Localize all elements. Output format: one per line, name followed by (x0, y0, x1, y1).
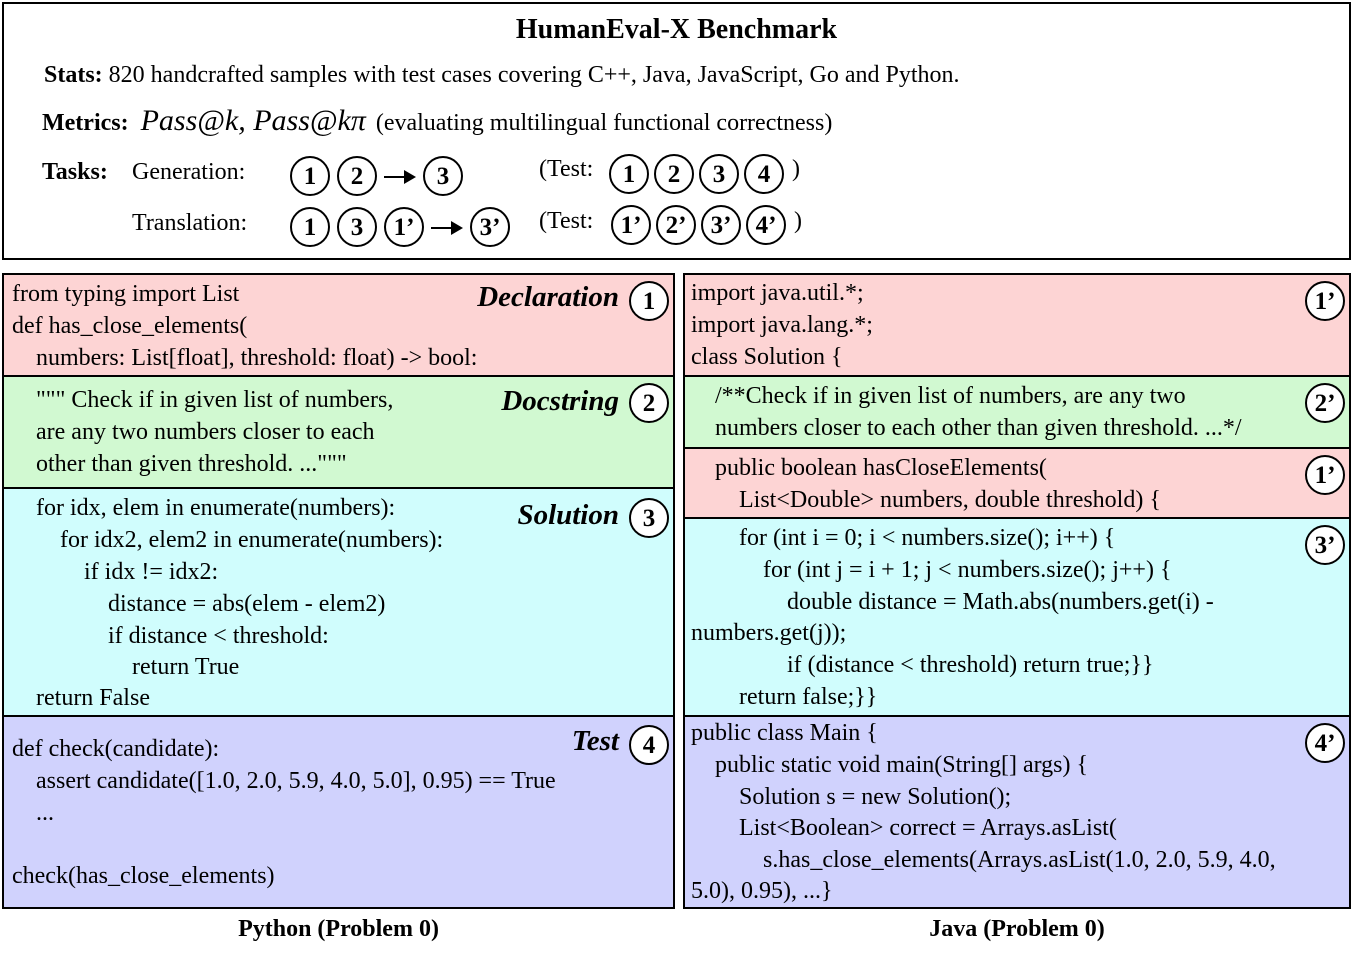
code-line: Solution s = new Solution(); (691, 784, 1012, 810)
code-line: 5.0), 0.95), ...} (691, 878, 833, 904)
code-line: other than given threshold. ...""" (12, 451, 347, 477)
java-solution-section: for (int i = 0; i < numbers.size(); i++)… (685, 517, 1349, 717)
code-line: are any two numbers closer to each (12, 419, 375, 445)
code-line: numbers: List[float], threshold: float) … (12, 345, 478, 371)
translation-test-circle: 1’ (611, 205, 651, 245)
python-caption: Python (Problem 0) (238, 916, 439, 942)
code-line: public static void main(String[] args) { (691, 752, 1089, 778)
code-line: double distance = Math.abs(numbers.get(i… (691, 589, 1214, 615)
generation-test-circle: 2 (654, 154, 694, 194)
code-line: check(has_close_elements) (12, 863, 275, 889)
generation-arrow (384, 170, 416, 184)
generation-test-circle: 4 (744, 154, 784, 194)
translation-arrow (431, 221, 463, 235)
section-badge: 1 (629, 281, 669, 321)
java-test-section: public class Main { public static void m… (685, 715, 1349, 907)
java-declaration-section: import java.util.*; import java.lang.*; … (685, 275, 1349, 375)
code-line: s.has_close_elements(Arrays.asList(1.0, … (691, 847, 1276, 873)
translation-label: Translation: (132, 210, 248, 236)
tasks-label: Tasks: (42, 159, 108, 185)
translation-step-circle: 1’ (384, 207, 424, 247)
code-line: for (int j = i + 1; j < numbers.size(); … (691, 557, 1172, 583)
code-line: if (distance < threshold) return true;}} (691, 652, 1154, 678)
code-line: if idx != idx2: (12, 559, 219, 585)
translation-test-circle: 3’ (701, 205, 741, 245)
translation-step-circle: 3’ (470, 207, 510, 247)
metrics-label: Metrics: (42, 110, 129, 136)
java-docstring-section: /**Check if in given list of numbers, ar… (685, 375, 1349, 449)
code-line: numbers.get(j)); (691, 620, 847, 646)
code-line: def has_close_elements( (12, 313, 248, 339)
java-method-declaration-section: public boolean hasCloseElements( List<Do… (685, 447, 1349, 519)
section-badge: 3’ (1305, 525, 1345, 565)
generation-label: Generation: (132, 159, 246, 185)
code-line: """ Check if in given list of numbers, (12, 387, 394, 413)
section-badge: 4 (629, 725, 669, 765)
code-line: if distance < threshold: (12, 623, 329, 649)
java-code-panel: import java.util.*; import java.lang.*; … (683, 273, 1351, 909)
code-line: List<Double> numbers, double threshold) … (691, 487, 1161, 513)
section-badge: 1’ (1305, 455, 1345, 495)
translation-test-circle: 4’ (746, 205, 786, 245)
code-line: class Solution { (691, 344, 843, 370)
section-label: Solution (517, 499, 619, 531)
generation-test-open: (Test: (539, 156, 594, 182)
python-docstring-section: """ Check if in given list of numbers, a… (4, 375, 673, 489)
stats-label: Stats: (44, 62, 103, 88)
generation-step-circle: 3 (423, 156, 463, 196)
benchmark-title: HumanEval-X Benchmark (515, 14, 838, 45)
stats-row: Stats: 820 handcrafted samples with test… (44, 62, 960, 89)
python-test-section: def check(candidate): assert candidate([… (4, 715, 673, 907)
code-line: /**Check if in given list of numbers, ar… (691, 383, 1186, 409)
generation-test-close: ) (792, 156, 800, 182)
section-badge: 1’ (1305, 281, 1345, 321)
code-line: import java.lang.*; (691, 312, 873, 338)
generation-test-circle: 3 (699, 154, 739, 194)
code-line: return False (12, 685, 150, 711)
section-badge: 2’ (1305, 383, 1345, 423)
benchmark-summary-box: HumanEval-X Benchmark Stats: 820 handcra… (2, 2, 1351, 260)
section-badge: 4’ (1305, 723, 1345, 763)
code-line: public class Main { (691, 720, 878, 746)
section-badge: 2 (629, 383, 669, 423)
translation-test-open: (Test: (539, 208, 594, 234)
code-line: ... (12, 800, 54, 826)
code-line: for (int i = 0; i < numbers.size(); i++)… (691, 525, 1116, 551)
section-label: Test (571, 725, 619, 757)
section-label: Docstring (501, 385, 619, 417)
python-declaration-section: from typing import List def has_close_el… (4, 275, 673, 375)
generation-step-circle: 1 (290, 156, 330, 196)
translation-step-circle: 1 (290, 207, 330, 247)
code-line: List<Boolean> correct = Arrays.asList( (691, 815, 1117, 841)
code-line: for idx2, elem2 in enumerate(numbers): (12, 527, 444, 553)
code-line: import java.util.*; (691, 280, 864, 306)
code-line: return True (12, 654, 240, 680)
metrics-text: (evaluating multilingual functional corr… (375, 110, 833, 136)
code-line: distance = abs(elem - elem2) (12, 591, 386, 617)
generation-step-circle: 2 (337, 156, 377, 196)
java-caption: Java (Problem 0) (929, 916, 1105, 942)
stats-text: 820 handcrafted samples with test cases … (108, 62, 960, 88)
code-line: public boolean hasCloseElements( (691, 455, 1047, 481)
translation-test-circle: 2’ (656, 205, 696, 245)
code-line: def check(candidate): (12, 736, 220, 762)
python-solution-section: for idx, elem in enumerate(numbers): for… (4, 487, 673, 717)
code-line: return false;}} (691, 684, 878, 710)
code-line: for idx, elem in enumerate(numbers): (12, 495, 396, 521)
code-line: from typing import List (12, 281, 240, 307)
section-badge: 3 (629, 498, 669, 538)
python-code-panel: from typing import List def has_close_el… (2, 273, 675, 909)
translation-test-close: ) (794, 208, 802, 234)
translation-step-circle: 3 (337, 207, 377, 247)
metrics-formula: Pass@k, Pass@kπ (140, 104, 366, 137)
section-label: Declaration (477, 281, 619, 313)
metrics-row: Metrics: Pass@k, Pass@kπ (evaluating mul… (42, 104, 832, 138)
code-line: numbers closer to each other than given … (691, 415, 1242, 441)
code-line: assert candidate([1.0, 2.0, 5.9, 4.0, 5.… (12, 768, 556, 794)
generation-test-circle: 1 (609, 154, 649, 194)
